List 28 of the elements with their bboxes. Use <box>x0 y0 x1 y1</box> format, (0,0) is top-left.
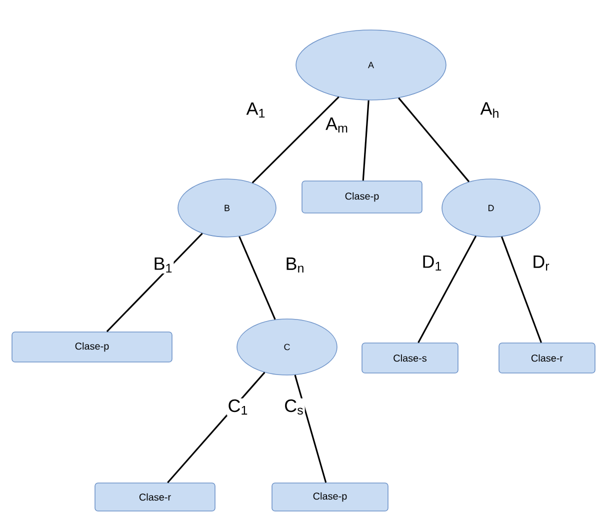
connector-line <box>167 372 266 484</box>
edge-label: A$_{m}$ <box>324 116 350 134</box>
connector-line <box>252 96 340 184</box>
class-box: Clase-p <box>272 482 388 512</box>
connector-line <box>362 100 370 181</box>
edge-label: B$_{1}$ <box>152 256 174 274</box>
ellipse-node: A <box>296 30 446 100</box>
ellipse-node: B <box>178 178 276 238</box>
edge-label: B$_{n}$ <box>284 256 306 274</box>
connector-line <box>500 236 542 343</box>
connector-line <box>398 97 470 182</box>
class-box: Clase-p <box>302 180 422 214</box>
connector-line <box>294 374 327 483</box>
connector-line <box>238 236 276 320</box>
ellipse-node: C <box>236 318 338 376</box>
edge-label: D$_{1}$ <box>420 254 444 272</box>
connector-line <box>106 232 203 332</box>
ellipse-node: D <box>442 178 540 238</box>
edge-label: C$_{s}$ <box>283 398 305 416</box>
class-box: Clase-s <box>362 342 458 374</box>
edge-label: A$_{h}$ <box>479 101 501 119</box>
edge-label: C$_{1}$ <box>226 398 250 416</box>
edge-label: D$_{r}$ <box>531 254 551 272</box>
connector-line <box>418 236 477 343</box>
class-box: Clase-r <box>498 342 596 374</box>
class-box: Clase-r <box>94 482 216 512</box>
class-box: Clase-p <box>12 332 172 362</box>
edge-label: A$_{1}$ <box>245 101 267 119</box>
